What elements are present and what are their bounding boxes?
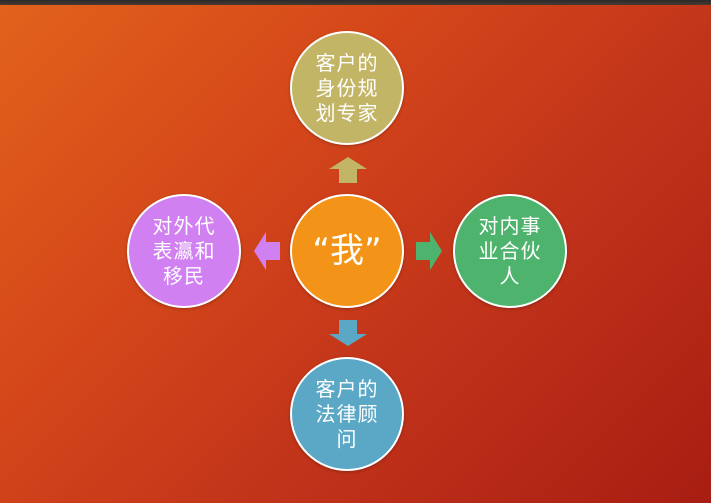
left-node-label: 对外代表瀛和移民	[152, 213, 216, 288]
right-node: 对内事业合伙人	[453, 194, 567, 308]
center-node: “我”	[290, 194, 404, 308]
left-node: 对外代表瀛和移民	[127, 194, 241, 308]
top-node: 客户的身份规划专家	[290, 31, 404, 145]
top-bar	[0, 0, 711, 5]
arrow-right-icon	[416, 232, 442, 270]
top-node-label: 客户的身份规划专家	[315, 50, 379, 125]
arrow-up-icon	[329, 157, 367, 183]
right-node-label: 对内事业合伙人	[478, 213, 542, 288]
bottom-node-label: 客户的法律顾问	[315, 376, 379, 451]
arrow-down-icon	[329, 320, 367, 346]
center-node-label: “我”	[312, 231, 382, 271]
arrow-left-icon	[254, 232, 280, 270]
bottom-node: 客户的法律顾问	[290, 357, 404, 471]
